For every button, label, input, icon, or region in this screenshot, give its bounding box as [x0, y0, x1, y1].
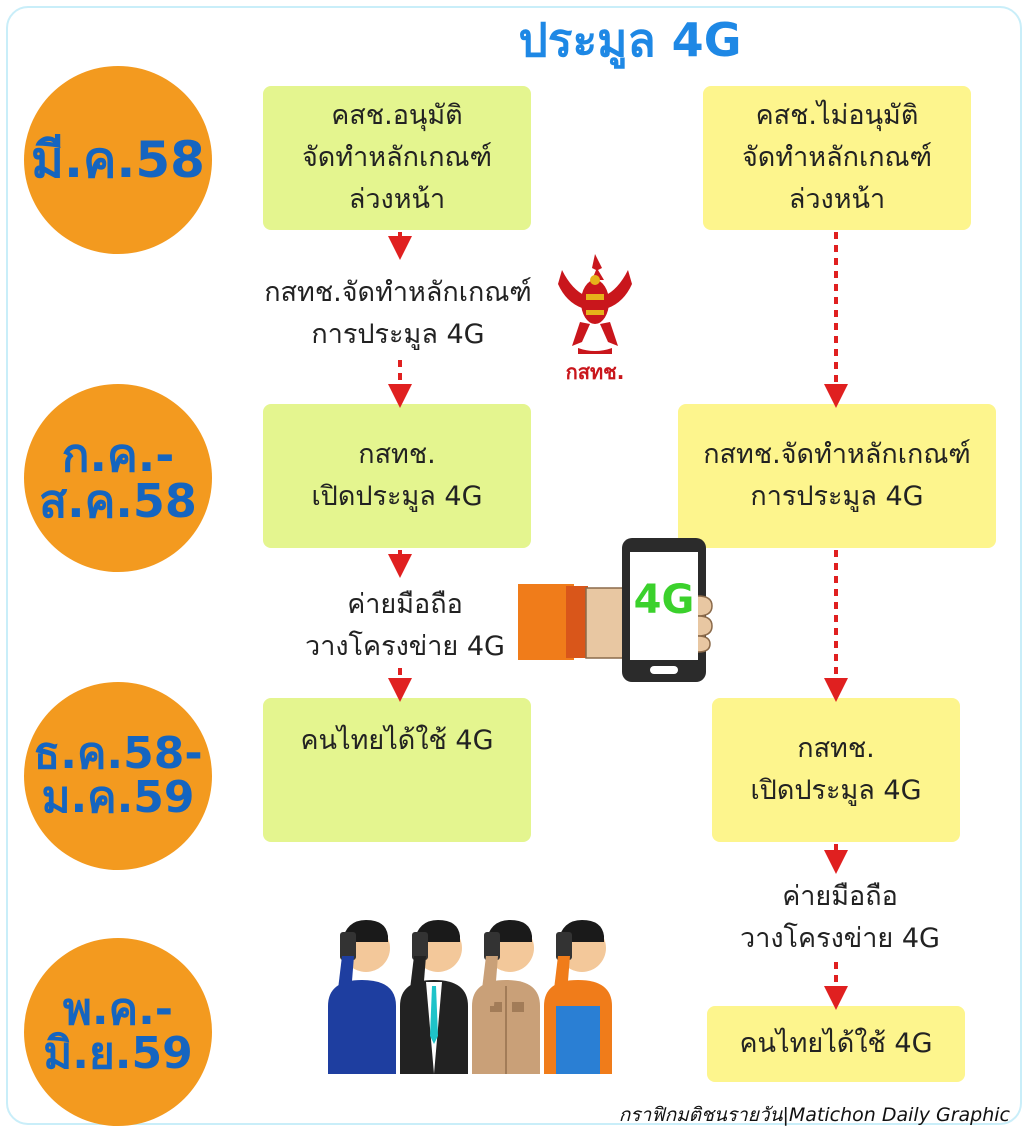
right-box-criteria: กสทช.จัดทำหลักเกณฑ์ การประมูล 4G	[678, 404, 996, 548]
person-blue	[328, 920, 396, 1074]
people-icon	[328, 920, 612, 1074]
hand-phone-icon	[518, 538, 713, 682]
garuda-emblem: กสทช.	[552, 250, 638, 384]
people-illustration	[322, 906, 618, 1074]
timeline-label: ก.ค.- ส.ค.58	[39, 428, 197, 528]
timeline-label: มี.ค.58	[31, 131, 205, 189]
timeline-circle-4: พ.ค.- มิ.ย.59	[24, 938, 212, 1126]
emblem-label: กสทช.	[565, 360, 625, 384]
phone-screen-text: 4G	[633, 577, 695, 623]
infographic-frame	[6, 6, 1022, 1125]
timeline-circle-1: มี.ค.58	[24, 66, 212, 254]
left-step-criteria: กสทช.จัดทำหลักเกณฑ์ การประมูล 4G	[264, 277, 532, 350]
left-step-network: ค่ายมือถือ วางโครงข่าย 4G	[305, 589, 505, 662]
left-box-approve: คสช.อนุมัติ จัดทำหลักเกณฑ์ ล่วงหน้า	[263, 86, 531, 230]
left-box-users: คนไทยได้ใช้ 4G	[263, 698, 531, 842]
left-box-auction: กสทช. เปิดประมูล 4G	[263, 404, 531, 548]
page-title: ประมูล 4G	[518, 13, 742, 67]
right-box-not-approve: คสช.ไม่อนุมัติ จัดทำหลักเกณฑ์ ล่วงหน้า	[703, 86, 971, 230]
person-worker	[544, 920, 612, 1074]
right-box-users: คนไทยได้ใช้ 4G	[707, 1006, 965, 1082]
right-box-auction: กสทช. เปิดประมูล 4G	[712, 698, 960, 842]
person-uniform	[472, 920, 540, 1074]
timeline-label: ธ.ค.58- ม.ค.59	[33, 728, 203, 823]
garuda-icon	[558, 254, 632, 354]
timeline-circle-3: ธ.ค.58- ม.ค.59	[24, 682, 212, 870]
timeline-label: พ.ค.- มิ.ย.59	[43, 984, 193, 1079]
person-suit	[400, 920, 468, 1074]
hand-phone-illustration: 4G	[514, 536, 724, 684]
credit-text: กราฟิกมติชนรายวัน|Matichon Daily Graphic	[618, 1104, 1010, 1126]
timeline-circle-2: ก.ค.- ส.ค.58	[24, 384, 212, 572]
right-step-network: ค่ายมือถือ วางโครงข่าย 4G	[740, 881, 940, 954]
